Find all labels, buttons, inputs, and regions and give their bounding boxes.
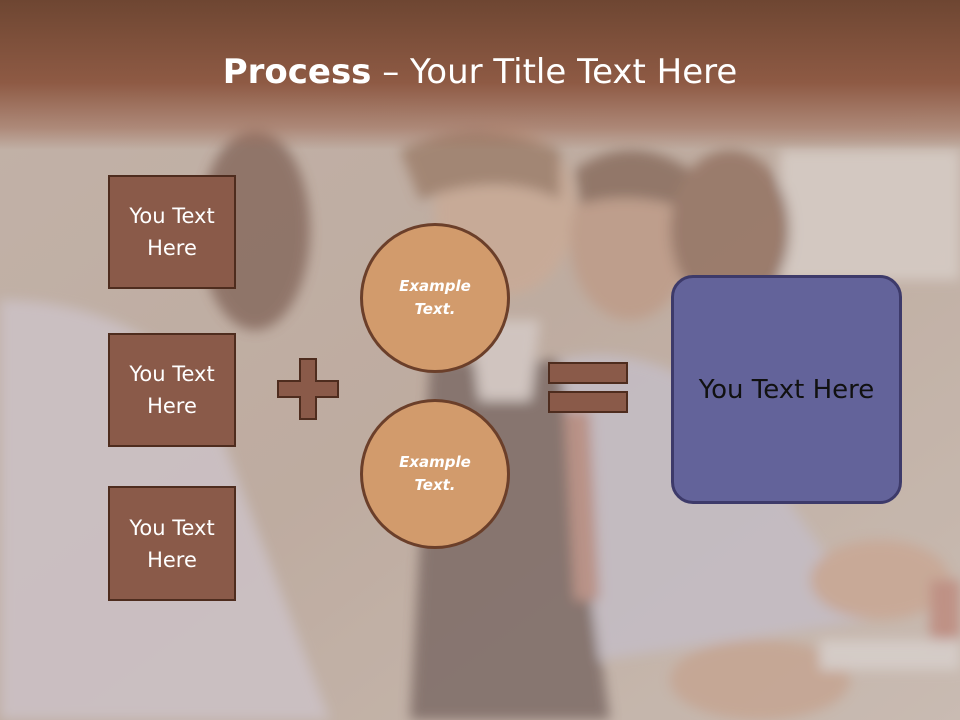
result-box-label: You Text Here <box>698 374 875 405</box>
example-circle-2-label: Example Text. <box>399 453 471 494</box>
title-bold: Process <box>222 52 372 92</box>
text-box-2-label: You Text Here <box>129 362 215 418</box>
text-box-3[interactable]: You Text Here <box>108 486 236 601</box>
text-box-3-label: You Text Here <box>129 515 215 572</box>
example-circle-1-label: Example Text. <box>399 277 471 318</box>
text-box-2[interactable]: You Text Here <box>108 333 236 447</box>
title-rest: – Your Title Text Here <box>371 52 738 92</box>
equals-icon <box>548 362 628 413</box>
example-circle-1[interactable]: Example Text. <box>360 223 510 373</box>
example-circle-2[interactable]: Example Text. <box>360 399 510 549</box>
header-band <box>0 0 960 150</box>
plus-icon <box>277 358 339 420</box>
text-box-1-label: You Text Here <box>129 204 215 260</box>
text-box-1[interactable]: You Text Here <box>108 175 236 289</box>
slide-title: Process – Your Title Text Here <box>0 52 960 92</box>
result-box[interactable]: You Text Here <box>671 275 902 504</box>
